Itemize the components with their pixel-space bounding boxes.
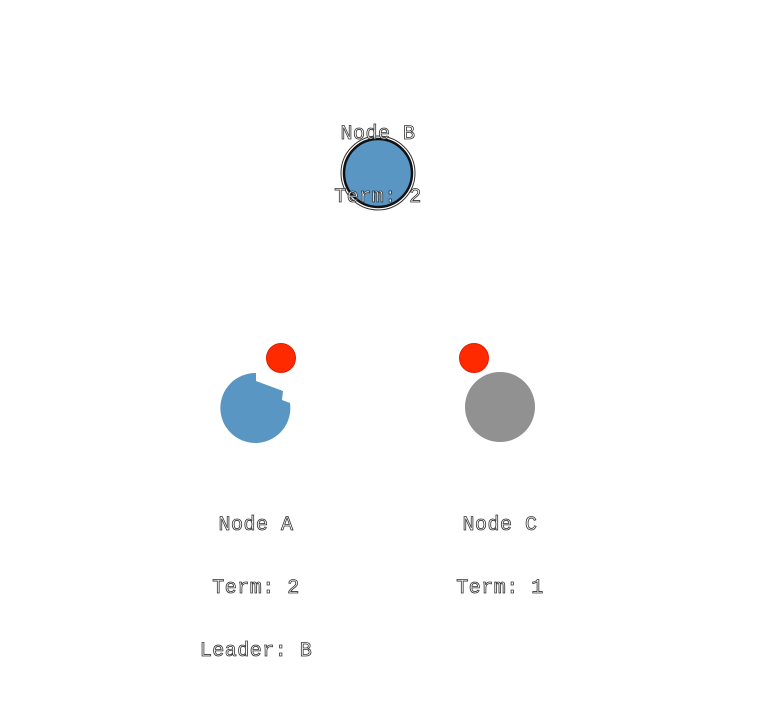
node-c-message-dot [459, 343, 489, 373]
node-a-name: Node A [218, 514, 294, 537]
node-b-name: Node B [340, 123, 416, 146]
cluster-diagram: Node B Term: 2 Node A Term: 2 Leader: B … [199, 82, 543, 663]
node-c-name: Node C [462, 514, 538, 537]
node-c-label: Node C Term: 1 [456, 473, 544, 641]
node-c-term: Term: 1 [456, 577, 544, 600]
node-a [220, 343, 296, 443]
node-a-term: Term: 2 [212, 577, 300, 600]
node-b-label: Node B Term: 2 [334, 82, 422, 250]
node-b-term: Term: 2 [334, 186, 422, 209]
node-c-circle [465, 372, 535, 442]
node-a-label: Node A Term: 2 Leader: B [199, 473, 313, 704]
node-a-circle [220, 372, 291, 443]
node-a-message-dot [266, 343, 296, 373]
node-a-leader: Leader: B [199, 640, 313, 663]
node-c [459, 343, 535, 442]
node-b [340, 135, 416, 211]
cluster-canvas [220, 135, 535, 443]
node-b-circle [342, 137, 414, 209]
